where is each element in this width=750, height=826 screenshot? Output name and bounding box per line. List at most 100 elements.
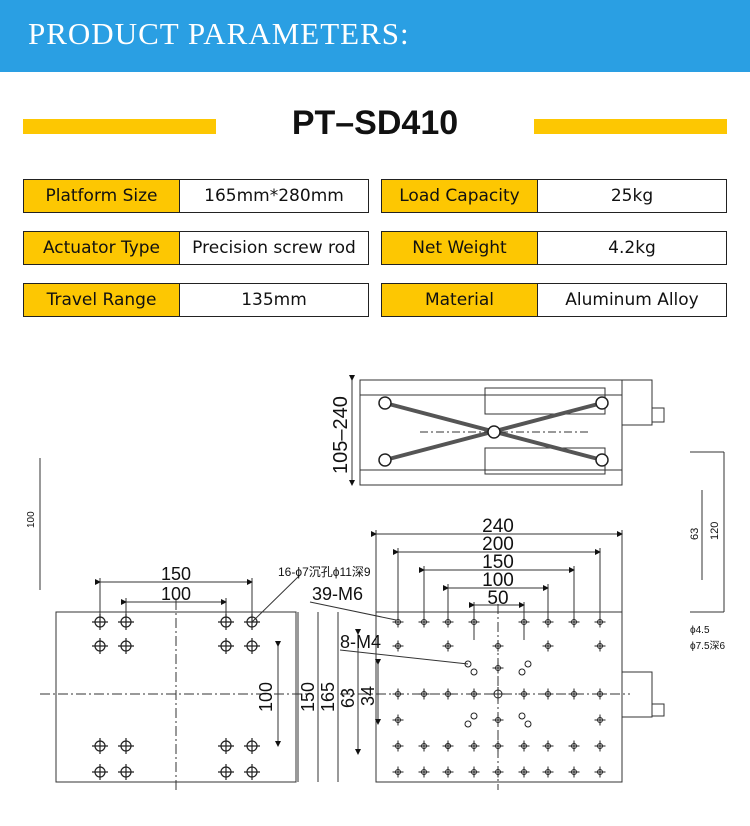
hole-crosshair (218, 638, 234, 654)
hole-crosshair (568, 766, 580, 778)
hole-crosshair (442, 740, 454, 752)
hole-crosshair (392, 740, 404, 752)
mounting-hole (470, 668, 478, 676)
hole-crosshair (568, 616, 580, 628)
mounting-hole (524, 720, 532, 728)
hole-crosshair (468, 616, 480, 628)
hole-crosshair (468, 766, 480, 778)
header-title: PRODUCT PARAMETERS: (28, 16, 410, 51)
dim-63: 63 (338, 688, 358, 708)
dim-50: 50 (487, 588, 508, 609)
mounting-hole (518, 712, 526, 720)
mounting-hole (464, 660, 472, 668)
spec-platform-size: Platform Size 165mm*280mm (23, 179, 369, 213)
dim-100: 100 (482, 570, 514, 591)
hole-crosshair (542, 640, 554, 652)
hole-crosshair (542, 766, 554, 778)
hole-crosshair (542, 740, 554, 752)
right-accent-bar (534, 119, 727, 134)
dim-200: 200 (482, 534, 514, 555)
dim-165: 165 (318, 682, 338, 712)
hole-crosshair (92, 738, 108, 754)
left-dim-150: 150 (161, 564, 191, 584)
hole-crosshair (244, 738, 260, 754)
hole-crosshair (118, 638, 134, 654)
hole-crosshair (518, 688, 530, 700)
right-dim-120: 120 (709, 522, 721, 540)
technical-drawing: 105–240 100 150 100 16-ϕ7沉孔ϕ11深9 100 150 (26, 375, 726, 790)
hole-crosshair (418, 688, 430, 700)
hole-crosshair (92, 614, 108, 630)
left-vert-150: 150 (298, 682, 318, 712)
hole-crosshair (594, 640, 606, 652)
hole-crosshair (218, 614, 234, 630)
spec-value: 165mm*280mm (180, 180, 368, 212)
mounting-hole (470, 712, 478, 720)
spec-material: Material Aluminum Alloy (381, 283, 727, 317)
hole-crosshair (492, 662, 504, 674)
hole-crosshair (442, 616, 454, 628)
hole-crosshair (244, 638, 260, 654)
spec-travel-range: Travel Range 135mm (23, 283, 369, 317)
spec-label: Platform Size (24, 180, 180, 212)
spec-label: Material (382, 284, 538, 316)
hole-crosshair (92, 638, 108, 654)
hole-crosshair (492, 640, 504, 652)
spec-actuator-type: Actuator Type Precision screw rod (23, 231, 369, 265)
hole-crosshair (218, 738, 234, 754)
thread-note-m4: 8-M4 (340, 632, 381, 652)
spec-value: 4.2kg (538, 232, 726, 264)
hole-crosshair (118, 764, 134, 780)
spec-label: Net Weight (382, 232, 538, 264)
right-note-2: ϕ7.5深6 (690, 640, 726, 652)
left-vertical-dim: 100 (26, 511, 37, 528)
hole-crosshair (594, 740, 606, 752)
hole-crosshair (442, 640, 454, 652)
left-accent-bar (23, 119, 216, 134)
left-vert-100: 100 (256, 682, 276, 712)
mounting-hole (464, 720, 472, 728)
hole-crosshair (568, 688, 580, 700)
dim-150: 150 (482, 552, 514, 573)
right-note-1: ϕ4.5 (690, 625, 710, 636)
left-dim-100: 100 (161, 584, 191, 604)
spec-value: 25kg (538, 180, 726, 212)
spec-net-weight: Net Weight 4.2kg (381, 231, 727, 265)
hole-crosshair (594, 616, 606, 628)
side-height-dim: 105–240 (330, 396, 352, 474)
hole-crosshair (468, 740, 480, 752)
hole-crosshair (418, 616, 430, 628)
header-banner: PRODUCT PARAMETERS: (0, 0, 750, 72)
hole-crosshair (542, 688, 554, 700)
hole-crosshair (518, 616, 530, 628)
model-title: PT–SD410 (291, 104, 459, 142)
hole-crosshair (442, 766, 454, 778)
thread-note-m6: 39-M6 (312, 584, 363, 604)
hole-crosshair (392, 688, 404, 700)
hole-crosshair (392, 766, 404, 778)
hole-crosshair (594, 766, 606, 778)
hole-crosshair (568, 740, 580, 752)
hole-crosshair (442, 688, 454, 700)
hole-crosshair (244, 614, 260, 630)
dim-34: 34 (358, 686, 378, 706)
hole-crosshair (118, 738, 134, 754)
spec-label: Travel Range (24, 284, 180, 316)
spec-value: 135mm (180, 284, 368, 316)
dim-240: 240 (482, 516, 514, 537)
hole-crosshair (392, 640, 404, 652)
mounting-hole (524, 660, 532, 668)
spec-value: Aluminum Alloy (538, 284, 726, 316)
hole-crosshair (594, 714, 606, 726)
hole-crosshair (418, 766, 430, 778)
side-view-frame (359, 379, 623, 486)
hole-crosshair (518, 740, 530, 752)
hole-crosshair (118, 614, 134, 630)
hole-crosshair (92, 764, 108, 780)
mounting-hole (518, 668, 526, 676)
hole-crosshair (492, 766, 504, 778)
hole-crosshair (468, 688, 480, 700)
hole-crosshair (392, 616, 404, 628)
hole-crosshair (392, 714, 404, 726)
hole-crosshair (594, 688, 606, 700)
